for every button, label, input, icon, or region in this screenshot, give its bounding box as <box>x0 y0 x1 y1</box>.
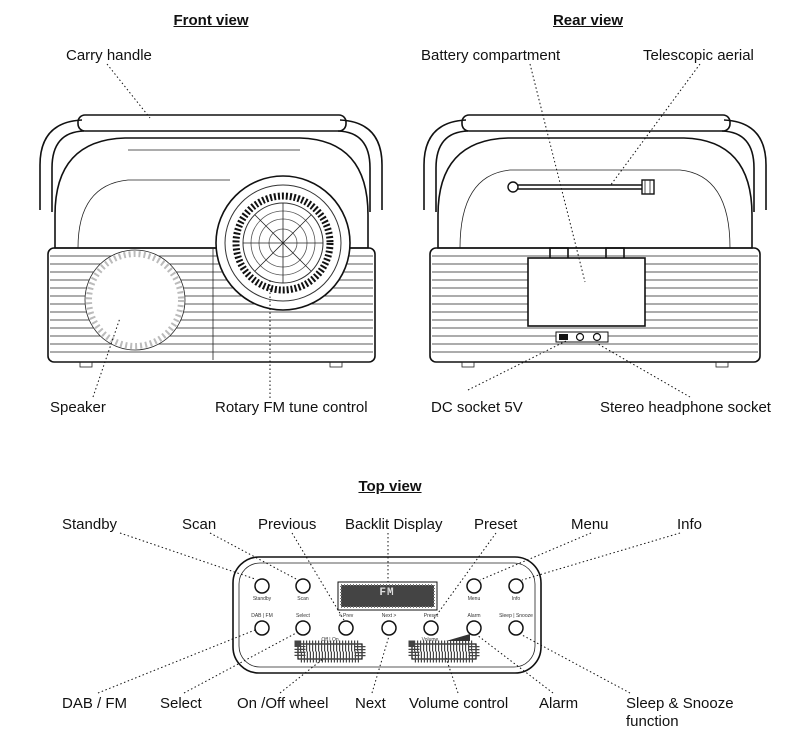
top-button-dab-fm[interactable] <box>254 620 270 636</box>
caption-preset: Preset <box>424 613 439 619</box>
label-telescopic-aerial: Telescopic aerial <box>643 47 754 64</box>
top-volume-wheel[interactable] <box>408 634 480 663</box>
label-preset: Preset <box>474 516 518 533</box>
label-dab-fm: DAB / FM <box>62 695 128 712</box>
caption-sleep-snooze: Sleep | Snooze <box>499 613 533 619</box>
top-button-scan[interactable] <box>295 578 311 594</box>
caption-menu: Menu <box>468 596 481 602</box>
label-previous: Previous <box>258 516 317 533</box>
front-radio <box>39 114 383 368</box>
top-backlit-display <box>337 581 438 611</box>
rear-battery-compartment <box>527 247 646 327</box>
label-next: Next <box>355 695 386 712</box>
label-battery-compartment: Battery compartment <box>421 47 561 64</box>
caption-alarm: Alarm <box>467 613 480 619</box>
caption-volume-wheel: Volume <box>422 637 439 643</box>
front-carry-handle <box>39 114 383 212</box>
rear-sockets <box>555 331 609 343</box>
top-button-next[interactable] <box>381 620 397 636</box>
rear-view-title: Rear view <box>552 12 624 29</box>
front-rotary-dial <box>215 175 351 311</box>
caption-info: Info <box>512 596 521 602</box>
rear-radio <box>423 114 767 368</box>
caption-select: Select <box>296 613 311 619</box>
top-button-preset[interactable] <box>423 620 439 636</box>
display-readout: FM <box>379 587 395 599</box>
top-button-standby[interactable] <box>254 578 270 594</box>
label-backlit-display: Backlit Display <box>345 516 443 533</box>
rear-telescopic-aerial <box>507 179 655 195</box>
top-button-menu[interactable] <box>466 578 482 594</box>
leader-lines <box>92 63 701 694</box>
front-lower-body <box>47 247 376 363</box>
rear-lower-body <box>429 247 761 363</box>
label-alarm: Alarm <box>539 695 579 712</box>
top-view-title: Top view <box>358 478 422 495</box>
caption-dab-fm: DAB | FM <box>251 613 273 619</box>
caption-scan: Scan <box>297 596 309 602</box>
top-button-sleep-snooze[interactable] <box>508 620 524 636</box>
top-on-off-wheel[interactable] <box>294 640 366 663</box>
top-panel: Standby Scan Menu Info DAB | FM Select <… <box>232 556 542 674</box>
label-volume-control: Volume control <box>409 695 509 712</box>
label-carry-handle: Carry handle <box>66 47 152 64</box>
label-speaker: Speaker <box>50 399 106 416</box>
label-sleep-snooze: Sleep & Snooze <box>626 695 734 712</box>
front-view-title: Front view <box>173 12 249 29</box>
label-dc-socket: DC socket 5V <box>431 399 523 416</box>
rear-body <box>437 137 753 249</box>
caption-standby: Standby <box>253 596 272 602</box>
caption-next: Next > <box>382 613 397 619</box>
label-select: Select <box>160 695 202 712</box>
top-button-select[interactable] <box>295 620 311 636</box>
front-body <box>54 137 369 249</box>
front-speaker <box>84 249 186 351</box>
caption-previous: < Prev <box>339 613 354 619</box>
label-on-off-wheel: On /Off wheel <box>237 695 329 712</box>
caption-on-off-wheel: Off | On <box>321 637 339 643</box>
label-menu: Menu <box>571 516 609 533</box>
label-rotary-tune: Rotary FM tune control <box>215 399 368 416</box>
top-button-info[interactable] <box>508 578 524 594</box>
top-button-alarm[interactable] <box>466 620 482 636</box>
top-button-previous[interactable] <box>338 620 354 636</box>
label-standby: Standby <box>62 516 118 533</box>
label-headphone-socket: Stereo headphone socket <box>600 399 771 416</box>
rear-carry-handle <box>423 114 767 212</box>
label-info: Info <box>677 516 703 533</box>
label-scan: Scan <box>182 516 217 533</box>
label-sleep-snooze-function: function <box>626 713 679 730</box>
